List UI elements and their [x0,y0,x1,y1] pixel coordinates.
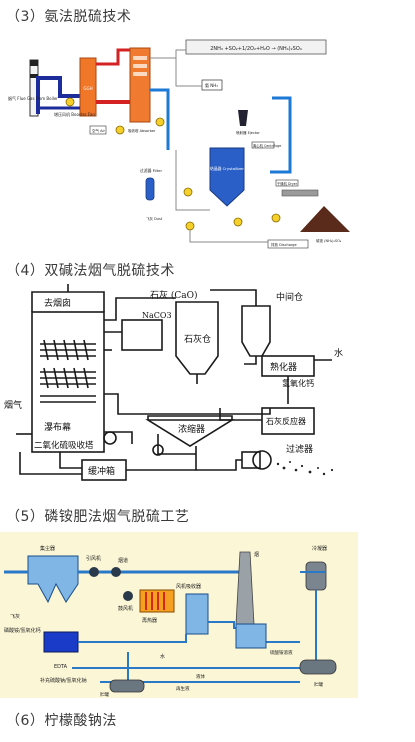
caoh2-label: 氢氧化钙 [282,378,314,388]
dust-collector-label: 集尘器 [40,545,55,552]
centrifuge-label: 离心机 Centrifuge [253,143,281,148]
ejector-label: 喷射器 Ejector [236,130,260,135]
lime-silo-label: 石灰仓 [184,333,211,345]
flue-gas-label: 烟气 [4,399,22,411]
air-label: 空气 Air [92,128,105,133]
condenser-label: 冷凝器 [312,545,327,552]
figure-ammonia-process: 2NH₃ +SO₂+1/2O₂+H₂O → (NH₄)₂SO₄ GGH 烟气 F… [0,30,372,252]
edta-label: EDTA [54,664,68,670]
induced-fan-label: 鼓风机 [118,605,133,612]
dryer-label: 干燥机 Dryer [277,181,298,186]
figure-phosphate-process: 集尘器 飞灰 引风机 烟道 鼓风机 再热器 风机 吸收器 烟 冷凝器 磷酸铵/氢… [0,532,358,698]
tank-left-label: 贮罐 [100,691,109,698]
heading-dual-alkali: （4）双碱法烟气脱硫技术 [6,263,175,279]
stack-label: 烟 [254,551,259,558]
ammonium-label: 磷酸铵/氢氧化钙 [4,627,41,634]
product-label: 硫铵 (NH₄)₂SO₄ [316,238,342,243]
water-label: 水 [160,653,165,660]
regenerator-label: 再热器 [142,617,157,624]
curtain-label: 瀑布幕 [44,421,71,433]
heading-ammonium-phosphate: （5）磷铵肥法烟气脱硫工艺 [6,509,190,525]
reagent-label: 补充硫酸钠/氢氧化钠 [40,677,87,684]
fly-ash-label: 飞灰 [10,613,20,620]
figure-dual-alkali-process: 去烟囱 石灰 (CaO) NaCO3 石灰仓 中间仓 水 熟化器 氢氧化钙 烟气… [0,284,352,484]
equation-label: 2NH₃ +SO₂+1/2O₂+H₂O → (NH₄)₂SO₄ [210,46,302,52]
air-fan-label: 风机 [176,583,186,590]
fertilizer-label: 液体 [196,673,205,680]
chimney-label: 去烟囱 [44,297,71,309]
regen-liquid-label: 再生液 [176,685,190,692]
intermediate-silo-label: 中间仓 [276,291,303,303]
dust-label: 飞灰 Dust [146,216,163,221]
buffer-label: 缓冲箱 [88,465,115,477]
filter-label: 过滤器 Filter [140,168,162,173]
heading-ammonia-desulfurization: （3）氨法脱硫技术 [6,9,132,25]
discharge-label: 排放 Discharge [271,242,297,247]
heading-sodium-citrate: （6）柠檬酸钠法 [6,713,117,729]
slaker-label: 熟化器 [270,361,297,373]
ggh-label: GGH [83,86,92,91]
booster-fan-label: 增压风机 Booster Fan [54,111,95,117]
flue-gas-label: 烟气 Flue Gas from Boiler [8,95,58,101]
nh3-label: 氨 NH₃ [205,82,218,88]
solution-label: 硫酸铵溶液 [270,649,293,656]
fan-label: 引风机 [86,555,101,562]
tank-right-label: 贮罐 [314,681,323,688]
absorber-label: 吸收塔 Absorber [128,128,156,133]
naco3-label: NaCO3 [142,311,172,320]
filter-label: 过滤器 [286,443,313,455]
water-label: 水 [334,347,343,359]
flue-label: 烟道 [118,557,128,564]
crystallizer-label: 结晶器 Crystallizer [210,166,244,171]
thickener-label: 浓缩器 [178,423,205,435]
tower-label: 二氧化硫吸收塔 [34,440,94,451]
absorber-label: 吸收器 [186,583,201,590]
lime-reactor-label: 石灰反应器 [266,416,306,426]
lime-label: 石灰 (CaO) [150,289,198,301]
